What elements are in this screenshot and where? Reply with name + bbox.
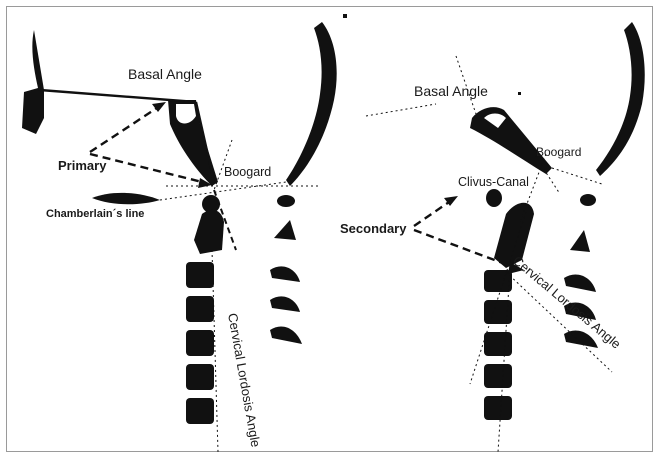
left-cervical-lordosis-label: Cervical Lordosis Angle <box>225 312 263 448</box>
primary-arrowheads <box>152 102 212 188</box>
left-skull-outline <box>22 22 337 186</box>
primary-arrows <box>89 104 207 185</box>
right-basal-angle-label: Basal Angle <box>414 83 488 99</box>
corner-mark <box>518 92 521 95</box>
secondary-arrows <box>413 199 517 270</box>
left-cervical-column <box>92 192 302 424</box>
primary-label: Primary <box>58 158 107 173</box>
right-skull-outline <box>470 22 645 176</box>
right-boogard-label: Boogard <box>536 145 581 159</box>
left-lines <box>37 88 318 453</box>
clivus-canal-label: Clivus-Canal <box>458 175 529 189</box>
corner-mark <box>343 14 347 18</box>
chamberlain-line-label: Chamberlain´s line <box>46 208 144 220</box>
right-lines <box>365 55 613 453</box>
left-boogard-label: Boogard <box>224 165 271 179</box>
secondary-arrowheads <box>444 196 524 274</box>
left-basal-angle-label: Basal Angle <box>128 66 202 82</box>
secondary-label: Secondary <box>340 221 407 236</box>
